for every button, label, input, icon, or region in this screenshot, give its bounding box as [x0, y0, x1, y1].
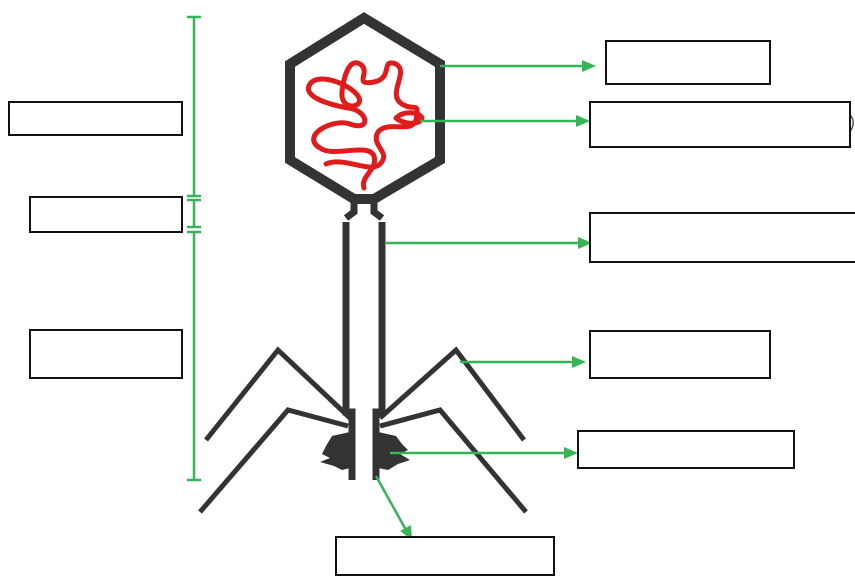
tail-fiber-lower-left: [198, 407, 349, 514]
label-box-base-plate[interactable]: [577, 430, 795, 469]
collar-bracket: [187, 198, 201, 229]
capsid-shape: [285, 12, 445, 204]
collar-shape: [343, 199, 385, 221]
tail-sheath-left-wall: [342, 222, 356, 480]
label-box-tail-region[interactable]: [29, 329, 183, 379]
pointer-genetic-material: [420, 115, 590, 127]
label-box-tail-sheath[interactable]: [589, 212, 855, 263]
pointer-pin: [374, 475, 412, 540]
pointer-tail-sheath: [386, 237, 592, 249]
label-box-tail-fibers[interactable]: [589, 330, 771, 379]
label-box-genetic-material[interactable]: [589, 101, 851, 148]
dna-strand: [306, 60, 420, 191]
tail-bracket: [187, 230, 201, 482]
pointer-base-plate: [390, 447, 578, 459]
base-plate-left: [320, 432, 350, 470]
tail-fiber-lower-right: [379, 407, 528, 514]
pointer-tail-fibers: [460, 356, 586, 368]
tail-fiber-upper-left: [204, 346, 352, 442]
pointer-capsid: [440, 60, 596, 72]
label-box-head-region[interactable]: [8, 101, 183, 136]
tail-fiber-upper-right: [378, 346, 526, 442]
tail-sheath-right-wall: [372, 222, 386, 480]
base-plate-right: [378, 432, 410, 470]
label-box-capsid[interactable]: [605, 40, 771, 85]
head-bracket: [187, 15, 201, 198]
dna-loop: [393, 110, 425, 126]
label-box-collar-region[interactable]: [29, 196, 183, 233]
label-box-pin[interactable]: [335, 536, 555, 576]
